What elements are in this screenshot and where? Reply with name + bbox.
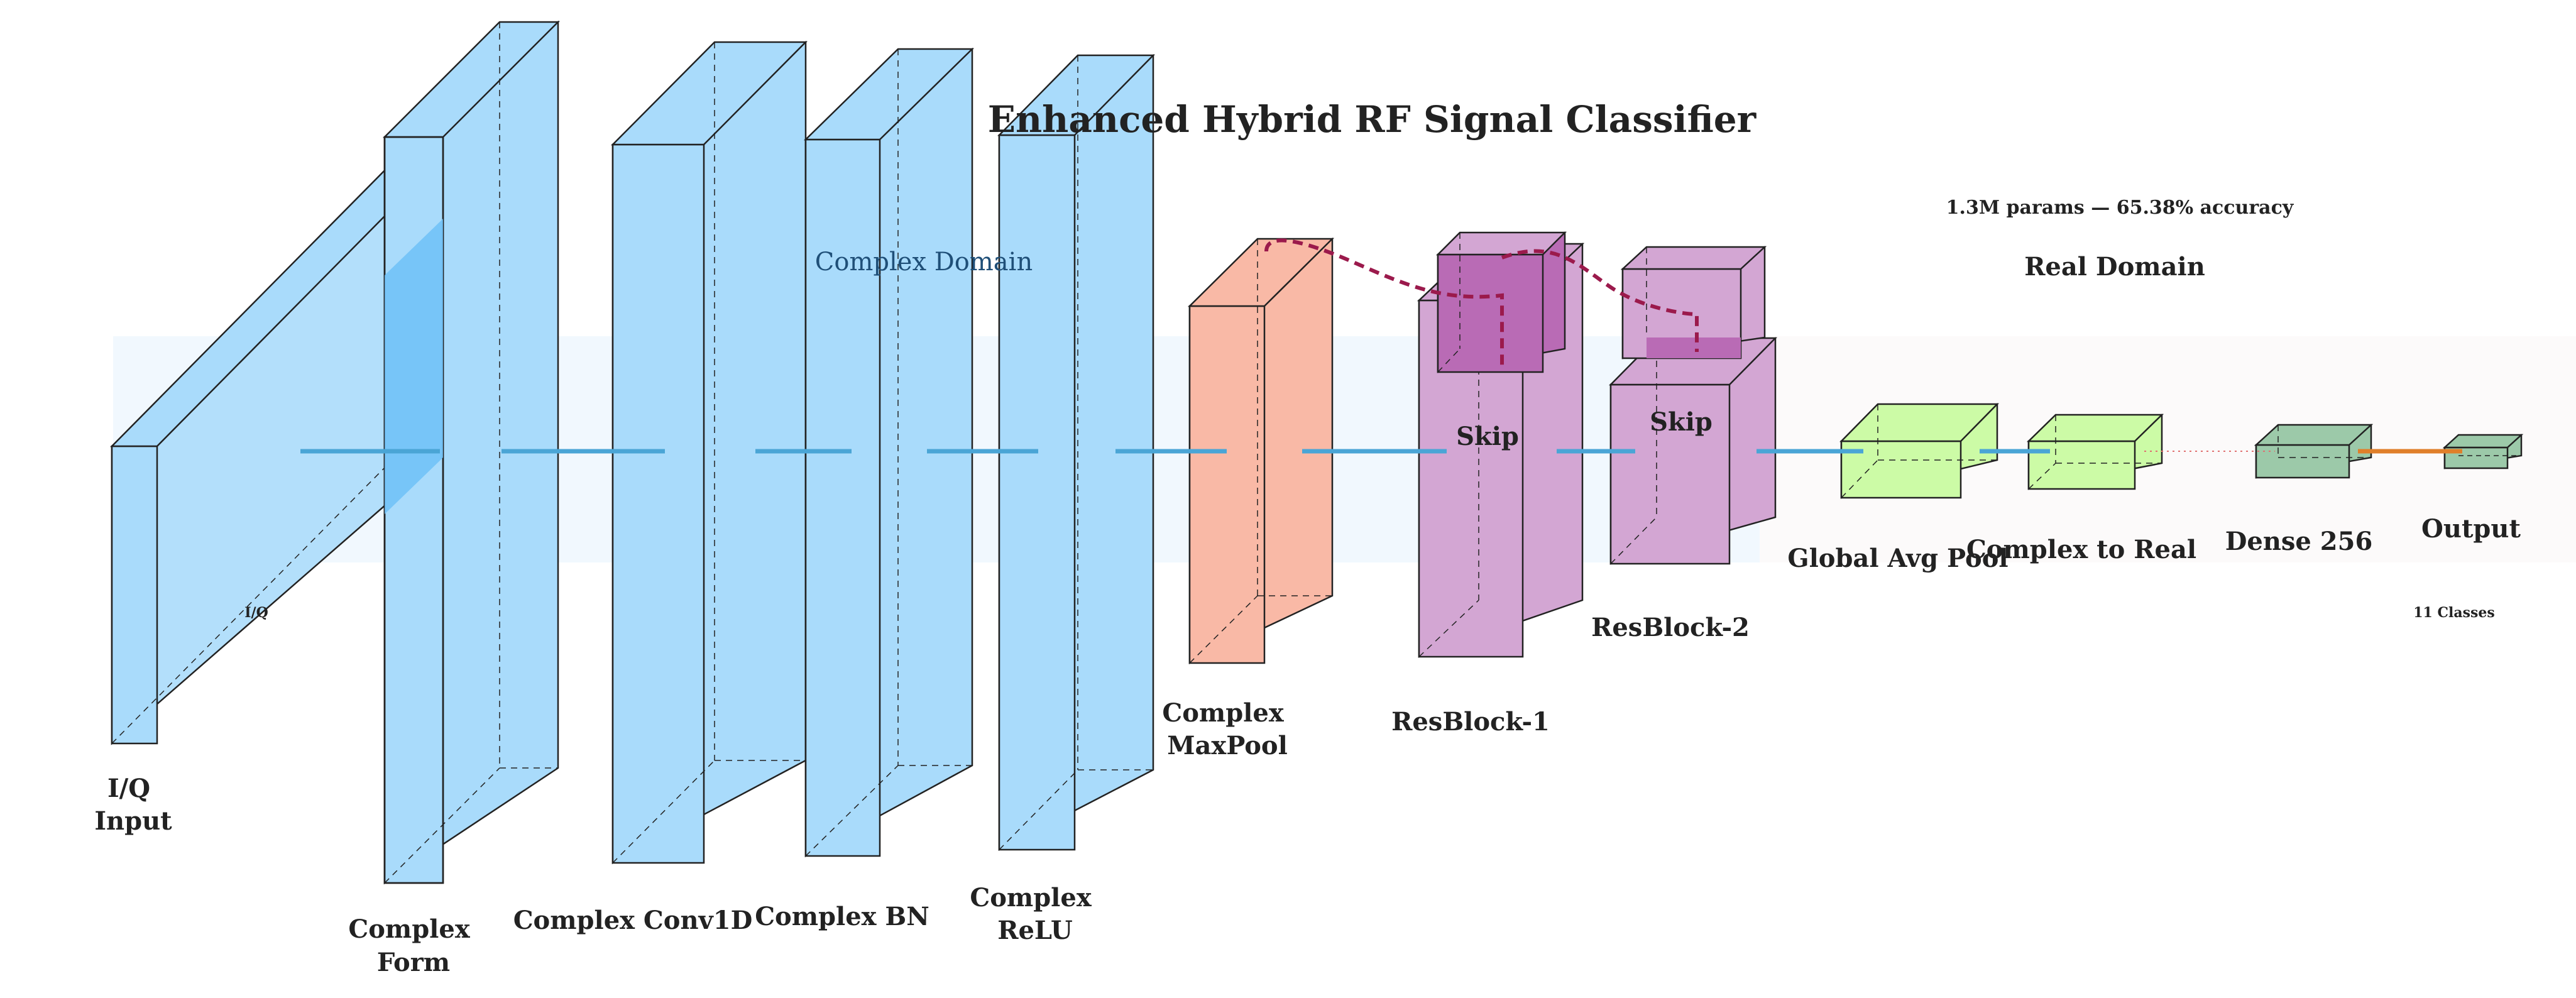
diagram-title: Enhanced Hybrid RF Signal Classifier: [988, 98, 1757, 141]
complex-maxpool-line2: MaxPool: [1167, 731, 1288, 760]
iq-input-line2: Input: [94, 806, 172, 836]
global-avg-pool-block: [1839, 403, 1999, 499]
complex-relu-label: Complex ReLU: [970, 883, 1100, 945]
dense-256-label: Dense 256: [2225, 527, 2373, 556]
resblock1-skip-label: Skip: [1456, 422, 1519, 451]
skip-path-2: [1501, 249, 1699, 352]
iq-input-label: I/Q Input: [94, 774, 172, 836]
complex-relu-line1: Complex: [970, 883, 1092, 913]
resblock2-block: [1609, 337, 1777, 565]
resblock1-skip-cube: [1435, 231, 1567, 373]
complex-maxpool-label: Complex MaxPool: [1162, 698, 1292, 760]
diagram-subtitle: 1.3M params — 65.38% accuracy: [1946, 197, 2294, 219]
skip-path-1: [1264, 238, 1504, 371]
iq-input-line1: I/Q: [107, 774, 150, 803]
output-classes-label: 11 Classes: [2413, 605, 2495, 621]
complex-form-line1: Complex: [348, 914, 470, 944]
complex-conv1d-label: Complex Conv1D: [513, 906, 753, 935]
resblock2-skip-label: Skip: [1650, 407, 1713, 437]
output-label: Output: [2421, 514, 2521, 544]
skip-connections: [1264, 238, 1699, 371]
resblock2-skip-cube: [1620, 246, 1767, 359]
complex-to-real-block: [2026, 414, 2164, 490]
iq-input-block: [110, 158, 442, 745]
resblock1-label: ResBlock-1: [1391, 707, 1550, 737]
complex-form-label: Complex Form: [348, 914, 478, 977]
complex-form-line2: Form: [377, 948, 450, 977]
dense-256-block: [2254, 424, 2374, 479]
complex-bn-block: [803, 47, 975, 858]
complex-relu-line2: ReLU: [997, 916, 1073, 945]
complex-bn-label: Complex BN: [755, 902, 929, 931]
complex-relu-block: [997, 53, 1155, 852]
resblock2-label: ResBlock-2: [1591, 613, 1750, 642]
overlap-highlight: [385, 219, 443, 514]
global-avg-pool-label: Global Avg Pool: [1787, 544, 2008, 573]
complex-to-real-label: Complex to Real: [1966, 535, 2196, 564]
real-domain-label: Real Domain: [2024, 252, 2205, 282]
complex-conv1d-block: [610, 40, 808, 865]
output-block: [2442, 434, 2524, 469]
complex-maxpool-line1: Complex: [1162, 698, 1284, 728]
complex-domain-label: Complex Domain: [815, 248, 1033, 277]
iq-tag: I/Q: [244, 605, 268, 621]
complex-maxpool-block: [1187, 238, 1335, 664]
